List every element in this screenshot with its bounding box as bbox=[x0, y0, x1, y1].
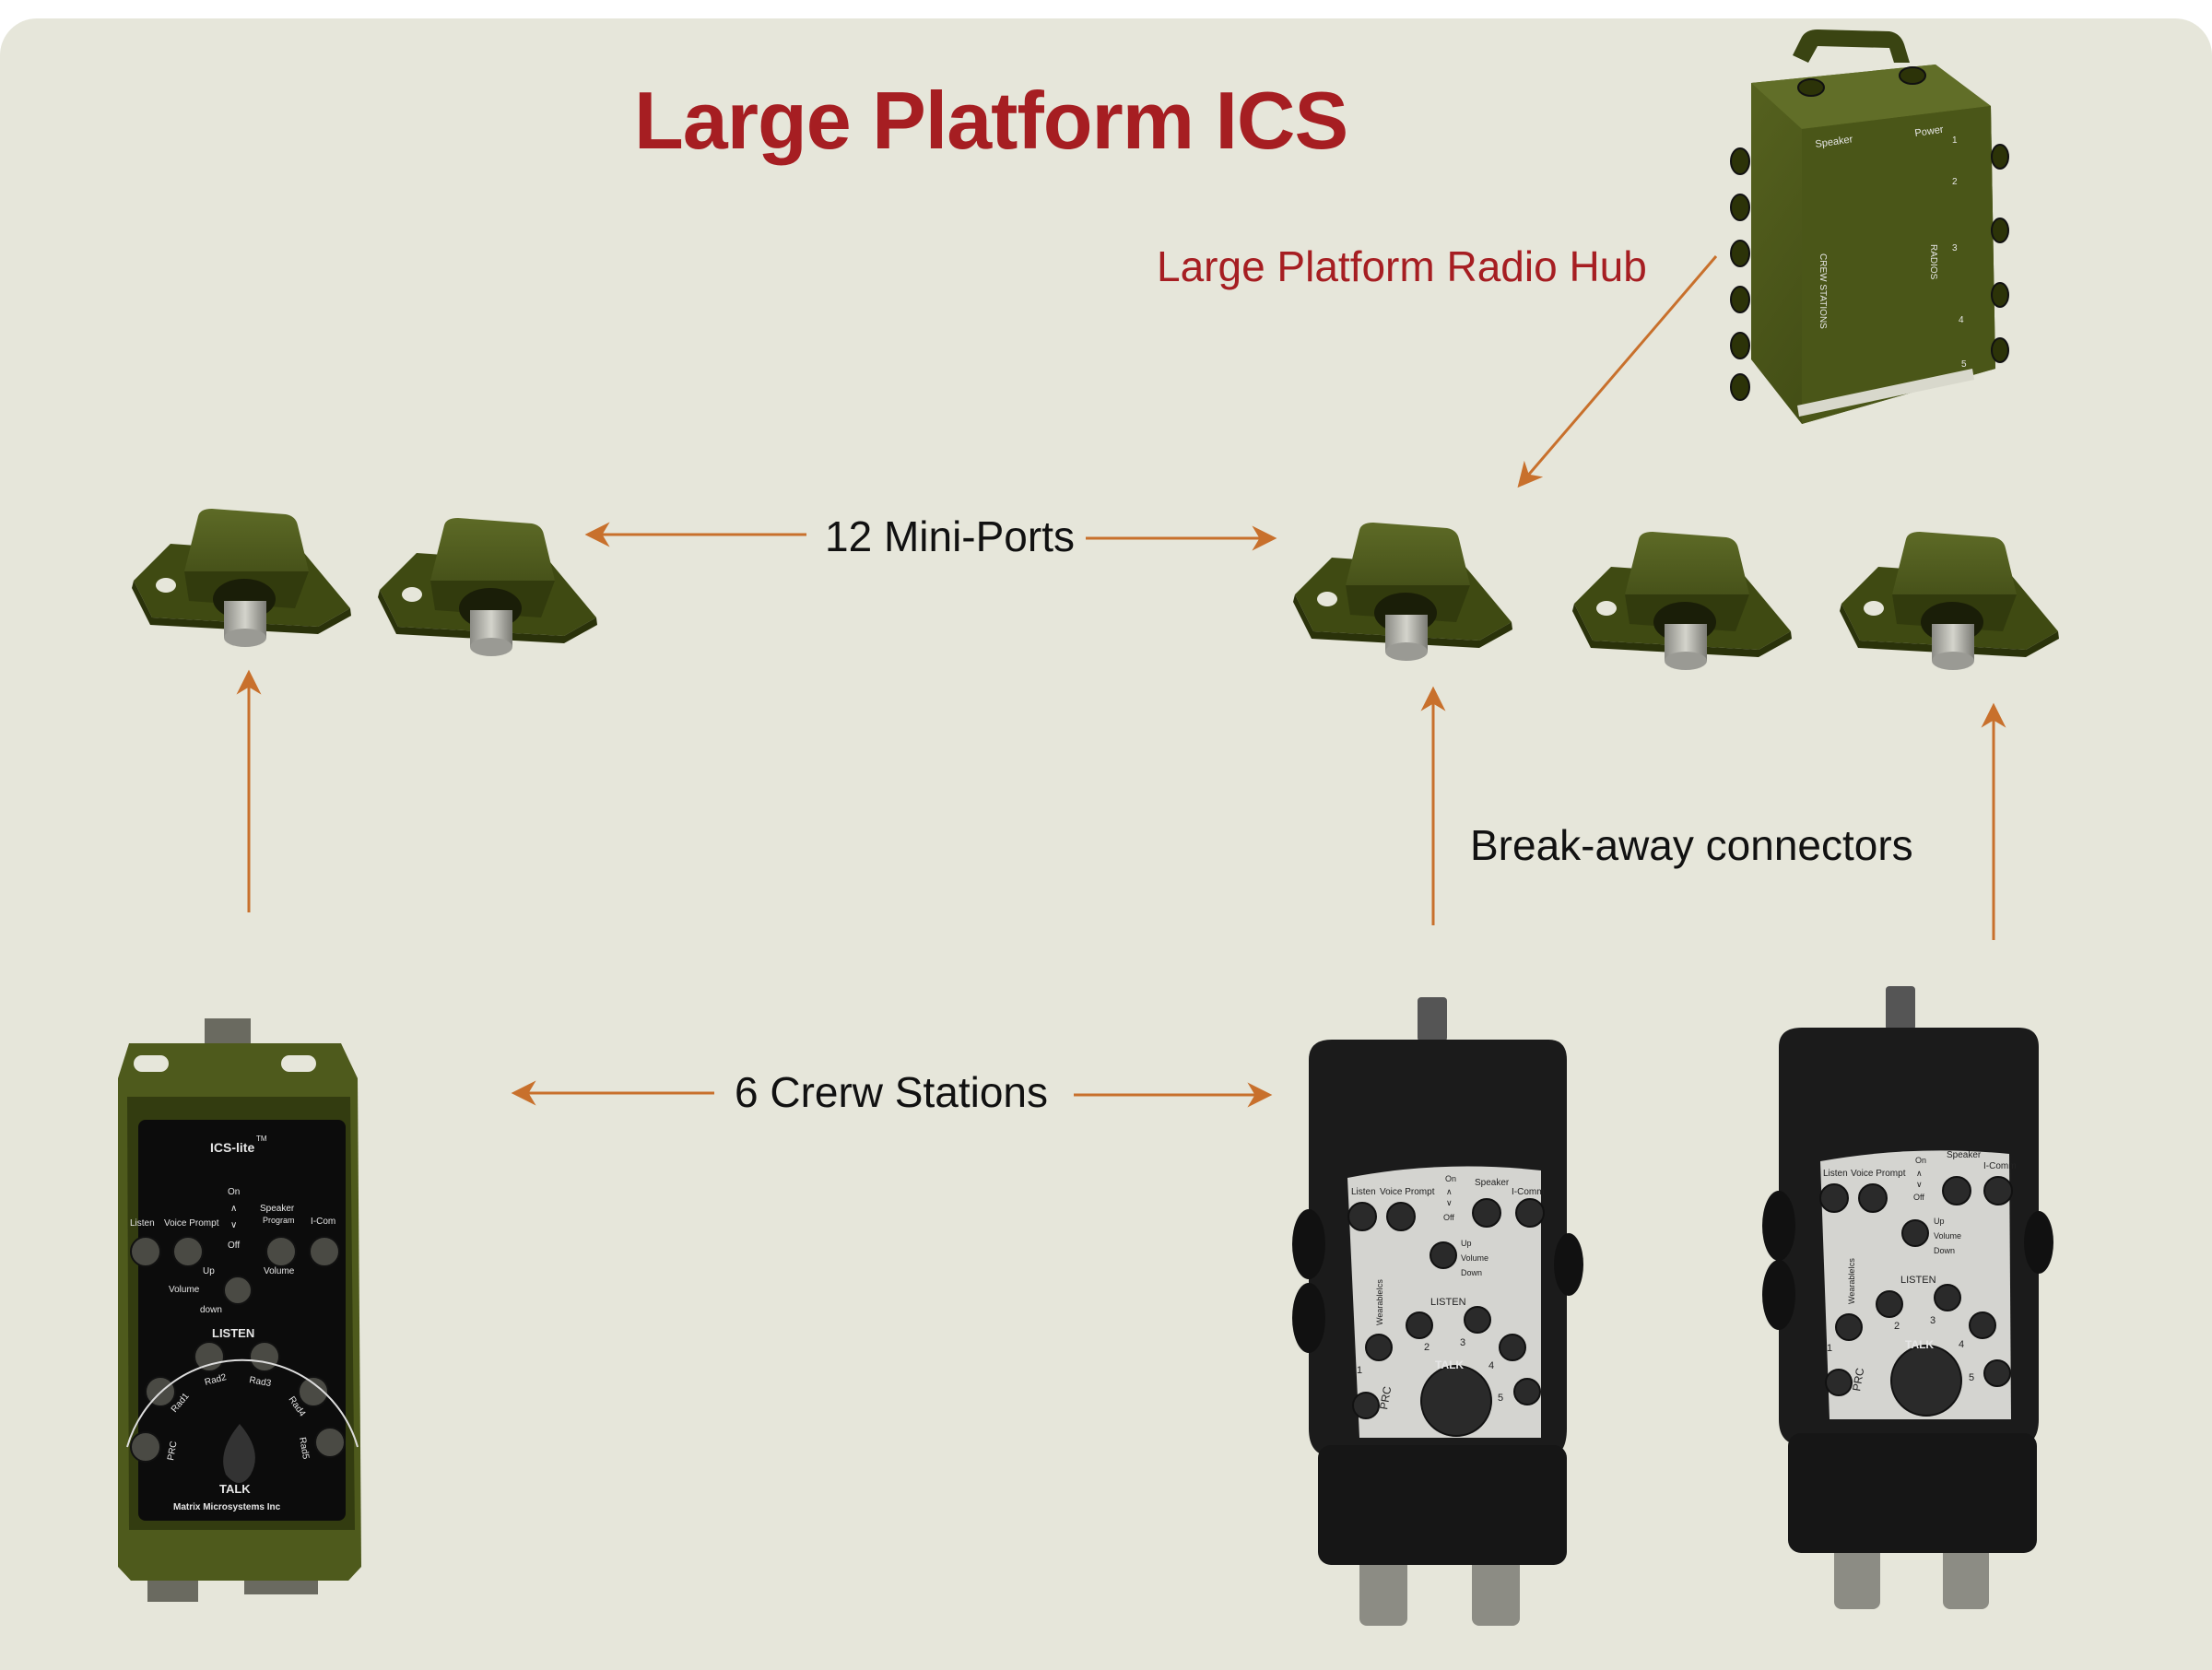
ws1-on: On bbox=[1445, 1174, 1456, 1183]
ws1-up: Up bbox=[1461, 1239, 1472, 1248]
ics-lite-down: down bbox=[200, 1305, 222, 1315]
ws2-talk: TALK bbox=[1905, 1338, 1934, 1351]
ics-lite-voice-prompt: Voice Prompt bbox=[164, 1218, 219, 1229]
radio-hub-device: Speaker Power CREW STATIONS RADIOS 1 2 3… bbox=[1730, 29, 2009, 424]
ics-lite-listen: Listen bbox=[130, 1218, 155, 1229]
arrows bbox=[236, 255, 2006, 1108]
mini-port-3 bbox=[1293, 523, 1512, 661]
ws2-up: Up bbox=[1934, 1217, 1945, 1226]
svg-text:∧: ∧ bbox=[1446, 1187, 1453, 1196]
svg-text:∨: ∨ bbox=[1916, 1180, 1923, 1189]
ws2-side-text: WearableIcs bbox=[1847, 1258, 1856, 1304]
diagram-graphics: Speaker Power CREW STATIONS RADIOS 1 2 3… bbox=[118, 29, 2059, 1626]
ics-lite-listen-caps: LISTEN bbox=[212, 1326, 254, 1340]
hub-port-4: 4 bbox=[1959, 315, 1964, 325]
ics-lite-rad3: Rad3 bbox=[248, 1375, 272, 1389]
hub-port-3: 3 bbox=[1952, 243, 1958, 253]
mini-port-2 bbox=[378, 518, 597, 656]
ws2-speaker: Speaker bbox=[1947, 1150, 1982, 1160]
ws1-icomm: I-Comm bbox=[1512, 1187, 1545, 1197]
ws1-volume: Volume bbox=[1461, 1253, 1488, 1263]
ws2-num-5: 5 bbox=[1969, 1372, 1974, 1383]
ics-lite-off: Off bbox=[228, 1241, 240, 1251]
ws2-num-3: 3 bbox=[1930, 1315, 1936, 1326]
diagram-title: Large Platform ICS bbox=[634, 75, 1348, 166]
diagram-canvas: Large Platform ICS Large Platform Radio … bbox=[0, 18, 2212, 1670]
ics-lite-talk: TALK bbox=[219, 1482, 251, 1496]
hub-port-1: 1 bbox=[1952, 135, 1958, 146]
hub-port-5: 5 bbox=[1961, 359, 1967, 370]
ws1-num-2: 2 bbox=[1424, 1342, 1430, 1353]
radio-hub-label: Large Platform Radio Hub bbox=[1157, 242, 1647, 290]
hub-power-text: Power bbox=[1914, 124, 1945, 139]
svg-text:∨: ∨ bbox=[230, 1220, 237, 1230]
mini-port-1 bbox=[132, 509, 351, 647]
ws1-num-3: 3 bbox=[1460, 1337, 1465, 1348]
wearable-station-1: Listen Voice Prompt On ∧ ∨ Off Speaker I… bbox=[1292, 997, 1583, 1626]
ws1-talk: TALK bbox=[1435, 1358, 1464, 1371]
ws2-num-4: 4 bbox=[1959, 1339, 1964, 1350]
ws2-voice-prompt: Voice Prompt bbox=[1851, 1169, 1906, 1179]
ws1-num-1: 1 bbox=[1357, 1365, 1362, 1376]
ws2-volume: Volume bbox=[1934, 1231, 1961, 1241]
ws1-num-4: 4 bbox=[1488, 1360, 1494, 1371]
hub-crew-stations-text: CREW STATIONS bbox=[1818, 253, 1828, 329]
ics-lite-volume-right: Volume bbox=[264, 1266, 295, 1276]
ws1-num-5: 5 bbox=[1498, 1393, 1503, 1404]
ws2-prc: PRC bbox=[1850, 1367, 1866, 1393]
ws1-down: Down bbox=[1461, 1268, 1482, 1277]
ws1-prc: PRC bbox=[1377, 1385, 1394, 1411]
ics-lite-brand: ICS-lite bbox=[210, 1140, 254, 1155]
wearable-station-2: Listen Voice Prompt On ∧ ∨ Off Speaker I… bbox=[1762, 986, 2053, 1609]
ws2-off: Off bbox=[1913, 1193, 1924, 1202]
ics-lite-on: On bbox=[228, 1187, 240, 1197]
svg-text:∧: ∧ bbox=[230, 1204, 237, 1214]
svg-text:∧: ∧ bbox=[1916, 1169, 1923, 1178]
ws1-side-text: WearableIcs bbox=[1375, 1279, 1384, 1325]
mini-port-4 bbox=[1572, 532, 1792, 670]
svg-text:∨: ∨ bbox=[1446, 1198, 1453, 1207]
hub-radios-text: RADIOS bbox=[1928, 244, 1938, 280]
ws2-down: Down bbox=[1934, 1246, 1955, 1255]
ics-lite-station: ICS-lite TM Listen Voice Prompt On ∧ ∨ O… bbox=[118, 1018, 361, 1602]
ics-lite-speaker: Speaker bbox=[260, 1204, 295, 1214]
ics-lite-volume: Volume bbox=[169, 1285, 200, 1295]
breakaway-connectors-label: Break-away connectors bbox=[1470, 821, 1913, 869]
ws2-on: On bbox=[1915, 1156, 1926, 1165]
ws2-icomm: I-Comm bbox=[1983, 1161, 2017, 1171]
ics-lite-up: Up bbox=[203, 1266, 215, 1276]
ics-lite-prc: PRC bbox=[166, 1441, 180, 1462]
ws1-listen-caps: LISTEN bbox=[1430, 1297, 1466, 1308]
ws2-num-1: 1 bbox=[1827, 1343, 1832, 1354]
ics-lite-program: Program bbox=[263, 1216, 295, 1225]
ics-lite-rad5: Rad5 bbox=[297, 1437, 311, 1461]
crew-stations-label: 6 Crerw Stations bbox=[735, 1068, 1049, 1116]
ws2-num-2: 2 bbox=[1894, 1321, 1900, 1332]
ws1-speaker: Speaker bbox=[1475, 1178, 1510, 1188]
hub-port-2: 2 bbox=[1952, 177, 1958, 187]
ws2-listen-caps: LISTEN bbox=[1900, 1275, 1936, 1286]
ics-lite-maker: Matrix Microsystems Inc bbox=[173, 1502, 281, 1512]
ws2-listen: Listen bbox=[1823, 1169, 1848, 1179]
hub-speaker-text: Speaker bbox=[1815, 134, 1854, 150]
ws1-off: Off bbox=[1443, 1213, 1454, 1222]
ics-lite-icom: I-Com bbox=[311, 1217, 335, 1227]
arrow-hub-to-port bbox=[1517, 255, 1718, 488]
ics-lite-trademark: TM bbox=[256, 1135, 267, 1143]
ws1-voice-prompt: Voice Prompt bbox=[1380, 1187, 1435, 1197]
mini-port-5 bbox=[1840, 532, 2059, 670]
mini-ports-label: 12 Mini-Ports bbox=[825, 512, 1075, 560]
ws1-listen: Listen bbox=[1351, 1187, 1376, 1197]
